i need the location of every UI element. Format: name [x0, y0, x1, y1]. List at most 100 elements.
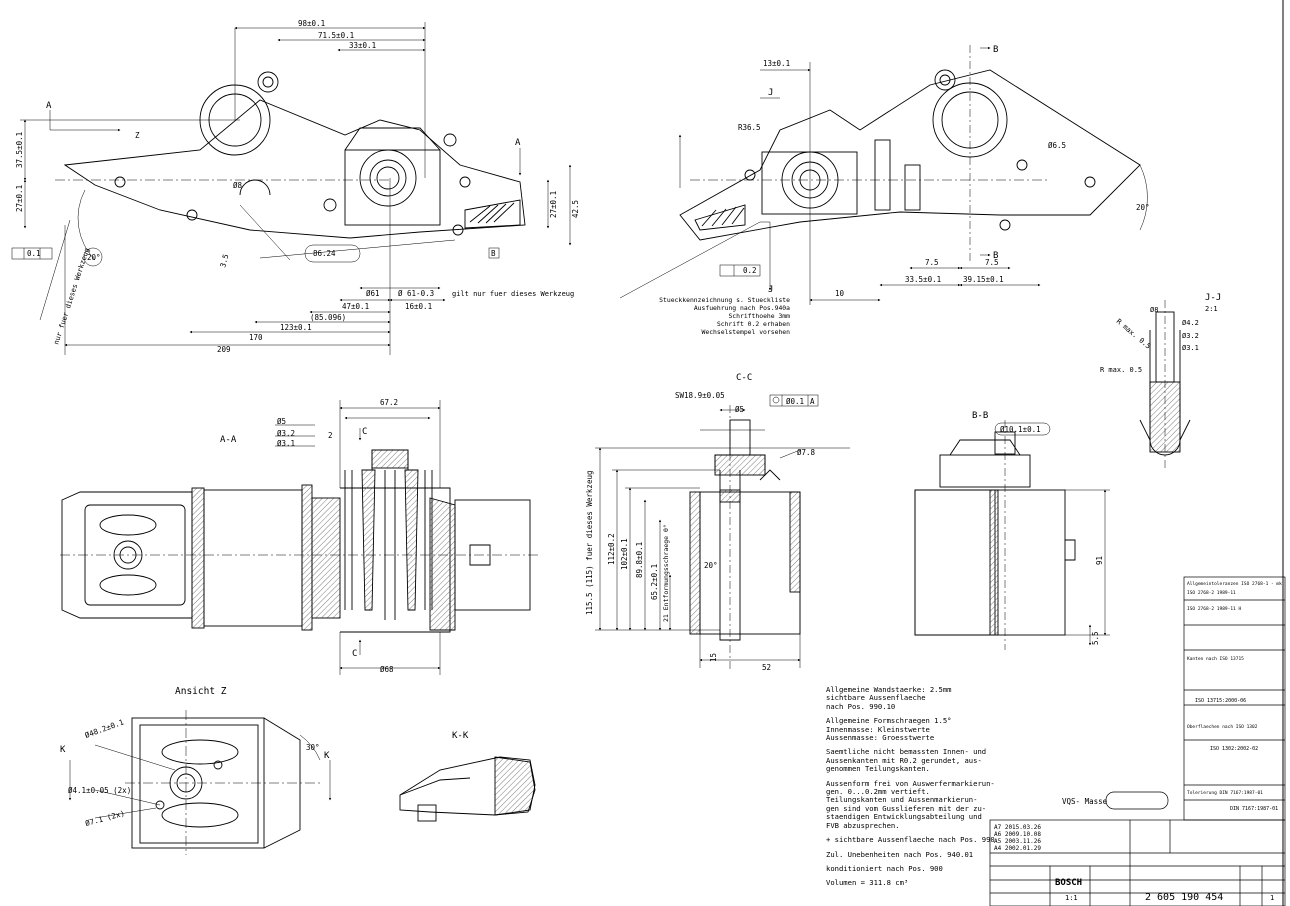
aa-d68: Ø68 [380, 665, 394, 674]
tb-rev-4: A4 2002.01.29 [994, 845, 1041, 852]
jj-d31: Ø3.1 [1182, 344, 1199, 352]
dim-35: 3.5 [218, 253, 230, 268]
cut-a-top: A [46, 101, 52, 111]
z-cut-k-right: K [324, 751, 330, 761]
section-aa-labels: A-A C C 67.2 Ø5 Ø3.2 Ø3.1 Ø68 2 [220, 398, 398, 674]
dim-98: 98±0.1 [298, 19, 325, 28]
dim-61: Ø 61-0.3 [398, 289, 434, 298]
bb-d10: Ø10.1±0.1 [1000, 425, 1041, 434]
aa-cut-c-bottom: C [352, 649, 357, 659]
tb-row-2: ISO 2768-2 1989-11 [1187, 590, 1236, 596]
cc-ref: A [810, 397, 815, 406]
section-cc [689, 405, 801, 670]
tb-rev-2: A6 2009.10.08 [994, 831, 1041, 838]
cc-d5: Ø5 [735, 405, 744, 414]
tb-din: DIN 7167:1987-01 [1230, 806, 1278, 812]
cut-a-right: A [515, 138, 521, 148]
view-z [125, 710, 320, 855]
z-cut-k-left: K [60, 745, 66, 755]
dim-61b: Ø61 [366, 289, 380, 298]
section-aa [60, 449, 540, 633]
jj-d32: Ø3.2 [1182, 332, 1199, 340]
cc-d65: 65.2±0.1 [650, 564, 659, 600]
jj-scale: 2:1 [1205, 305, 1218, 313]
bb-d91: 91 [1095, 556, 1104, 565]
section-cc-labels: C-C SW18.9±0.05 Ø0.1 A Ø5 Ø7.8 115.5 (11… [585, 373, 816, 672]
tb-row-1: Allgemeintoleranzen ISO 2768-1 - mk [1187, 581, 1282, 587]
aa-d67: 67.2 [380, 398, 398, 407]
dim-10: 10 [835, 289, 845, 298]
dim-75a: 7.5 [925, 258, 939, 267]
cut-j-top: J [768, 88, 773, 98]
dim-123: 123±0.1 [280, 323, 312, 332]
tb-row-3: ISO 2768-2 1989-11 H [1187, 606, 1241, 612]
note-1: Allgemeine Wandstaerke: 2.5mm sichtbare … [826, 685, 952, 711]
jj-rmax1: R max. 0.5 [1115, 317, 1152, 350]
dim-209: 209 [217, 345, 231, 354]
dim-47: 47±0.1 [342, 302, 369, 311]
tb-iso2: ISO 13715:2000-06 [1195, 698, 1246, 704]
tb-sheet: 1 [1270, 894, 1274, 902]
general-notes: Allgemeine Wandstaerke: 2.5mm sichtbare … [826, 685, 996, 894]
note-6: Zul. Unebenheiten nach Pos. 940.01 [826, 849, 974, 859]
note-tool-vertical: nur fuer dieses Werkzeug [52, 247, 91, 346]
angle-20-left: 20° [87, 253, 101, 262]
dim-71: 71.5±0.1 [318, 31, 354, 40]
front-view-left [63, 71, 526, 239]
tb-scale: 1:1 [1065, 894, 1078, 902]
section-kk-labels: K-K [452, 731, 469, 741]
dim-33-right: 33.5±0.1 [905, 275, 941, 284]
jj-d42: Ø4.2 [1182, 319, 1199, 327]
dim-r365: R36.5 [738, 123, 761, 132]
datum-b: B [491, 249, 496, 258]
section-kk [399, 756, 536, 822]
note-tool: gilt nur fuer dieses Werkzeug [452, 290, 574, 298]
z-title: Ansicht Z [175, 686, 227, 697]
vqs-box [1105, 791, 1169, 810]
tol-01: 0.1 [27, 249, 41, 258]
note-2: Allgemeine Formschraegen 1.5° Innenmasse… [826, 716, 952, 743]
aa-title: A-A [220, 435, 237, 445]
tb-rev-3: A5 2003.11.26 [994, 838, 1041, 845]
tol-02: 0.2 [743, 266, 757, 275]
bb-d55: 5.5 [1091, 631, 1100, 645]
tb-company: BOSCH [1055, 878, 1082, 888]
tb-row-8: Tolerierung DIN 7167:1987-01 [1187, 790, 1263, 796]
z-d71: Ø7.1 (2x) [84, 809, 126, 828]
label-z: Z [135, 131, 140, 140]
cut-b-bottom: B [993, 251, 998, 261]
kk-title: K-K [452, 731, 469, 741]
cc-d52: 52 [762, 663, 771, 672]
cc-d15: 15 [709, 653, 718, 662]
jj-rmax2: R max. 0.5 [1100, 366, 1142, 374]
dim-27-left: 27±0.1 [15, 185, 24, 212]
dim-39: 39.15±0.1 [963, 275, 1004, 284]
detail-jj [1139, 300, 1191, 470]
dim-86: 86.24 [313, 249, 336, 258]
tb-row-6: Oberflaechen nach ISO 1302 [1187, 724, 1258, 730]
cut-j-bottom: J [768, 285, 773, 295]
dim-d8: Ø8 [233, 181, 243, 190]
z-d48: Ø48.2±0.1 [84, 718, 125, 740]
cc-d112: 112±0.2 [607, 533, 616, 565]
cc-a20: 20° [704, 561, 718, 570]
dim-37: 37.5±0.1 [15, 132, 24, 168]
section-bb-dimlines [994, 422, 1110, 646]
section-bb-labels: B-B Ø10.1±0.1 91 5.5 [972, 411, 1104, 645]
cc-title: C-C [736, 373, 752, 383]
aa-d2: 2 [328, 431, 333, 440]
note-5: + sichtbare Aussenflaeche nach Pos. 990 [826, 835, 995, 845]
aa-cut-c-top: C [362, 427, 367, 437]
dim-75b: 7.5 [985, 258, 999, 267]
cut-b-top: B [993, 45, 998, 55]
note-3: Saemtliche nicht bemassten Innen- und Au… [826, 747, 987, 774]
dim-33: 33±0.1 [349, 41, 376, 50]
view-z-dimlines [68, 734, 332, 819]
dim-13: 13±0.1 [763, 59, 790, 68]
aa-d31: Ø3.1 [277, 439, 295, 448]
title-block [989, 576, 1286, 906]
view-z-labels: Ansicht Z K K Ø48.2±0.1 Ø4.1±0.05 (2x) Ø… [60, 686, 330, 828]
section-aa-dimlines [275, 400, 441, 675]
angle-20-right: 20° [1136, 203, 1150, 212]
